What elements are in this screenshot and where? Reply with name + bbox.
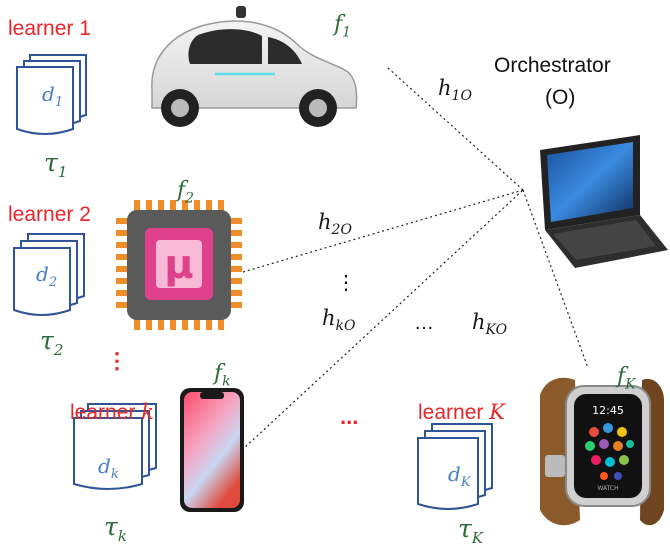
data-symbol: d — [448, 462, 461, 486]
learner-2-label: learner 2 — [8, 203, 91, 226]
tau-symbol: τ — [40, 326, 54, 355]
orchestrator-title: Orchestrator — [494, 54, 611, 77]
link-learner-1 — [387, 67, 524, 191]
document-stack-icon — [417, 423, 493, 510]
learner-1-label: learner 1 — [8, 17, 91, 40]
learner-1-tau: τ1 — [44, 148, 67, 181]
smartwatch-icon: 12:45 WATCH — [540, 377, 664, 526]
learner-k-model: fk — [214, 361, 231, 389]
learner-k-tau: τk — [104, 512, 127, 545]
learner-index: K — [489, 400, 505, 424]
tau-subscript: K — [471, 529, 484, 547]
data-subscript: 2 — [48, 275, 58, 290]
learner-k-data-symbol: dk — [98, 454, 119, 482]
model-subscript: K — [625, 376, 636, 393]
orchestrator-abbrev: (O) — [545, 86, 576, 109]
link-1-label: h1O — [438, 76, 472, 104]
learner-2-tau: τ2 — [40, 326, 63, 359]
laptop-icon — [540, 135, 668, 268]
data-subscript: 1 — [54, 95, 64, 110]
document-stack-icon — [73, 403, 157, 490]
learner-2-data-symbol: d2 — [36, 262, 57, 290]
link-subscript: 2O — [331, 222, 352, 239]
learner-text: learner — [70, 401, 142, 424]
watch-app-icons — [585, 423, 634, 480]
link-subscript: 1O — [451, 88, 472, 105]
tau-subscript: k — [117, 527, 127, 545]
tau-symbol: τ — [458, 514, 472, 543]
data-symbol: d — [36, 262, 49, 286]
link-subscript: kO — [335, 318, 356, 335]
tau-symbol: τ — [44, 148, 58, 177]
document-stack-icon — [16, 54, 87, 135]
link-learner-2 — [242, 189, 524, 273]
learner-k-label: learner k — [70, 400, 154, 425]
horizontal-ellipsis: … — [414, 312, 434, 334]
link-learner-K — [522, 189, 589, 369]
model-symbol: f — [617, 364, 626, 389]
data-symbol: d — [42, 82, 55, 106]
tau-subscript: 2 — [53, 341, 64, 359]
model-subscript: 1 — [342, 24, 352, 41]
link-subscript: KO — [485, 322, 508, 339]
link-lines — [241, 67, 589, 451]
link-symbol: h — [472, 310, 486, 334]
data-symbol: d — [98, 454, 111, 478]
learner-K-label: learner K — [418, 400, 505, 425]
tau-symbol: τ — [104, 512, 118, 541]
smartphone-icon — [180, 388, 244, 512]
model-symbol: f — [214, 361, 223, 386]
microcontroller-chip-icon: μ — [116, 200, 242, 330]
model-symbol: f — [177, 178, 186, 203]
data-subscript: k — [110, 467, 119, 482]
horizontal-ellipsis-red: ... — [340, 404, 359, 429]
svg-text:μ: μ — [164, 242, 193, 288]
tau-subscript: 1 — [57, 163, 68, 181]
link-symbol: h — [438, 76, 452, 100]
link-k-label: hkO — [322, 306, 356, 334]
learner-1-data-symbol: d1 — [42, 82, 63, 110]
learner-text: learner — [418, 401, 490, 424]
svg-text:WATCH: WATCH — [597, 485, 618, 492]
model-subscript: 2 — [185, 190, 195, 207]
link-learner-k — [241, 189, 524, 451]
link-symbol: h — [322, 306, 336, 330]
vertical-ellipsis-red: ⋮ — [106, 348, 128, 373]
document-stack-icon — [13, 233, 85, 316]
link-2-label: h2O — [318, 210, 352, 238]
svg-text:12:45: 12:45 — [592, 404, 624, 417]
vertical-ellipsis: ⋮ — [336, 272, 356, 294]
car-icon — [151, 6, 358, 127]
model-symbol: f — [334, 12, 343, 37]
learner-index: k — [141, 400, 154, 424]
learner-K-data-symbol: dK — [448, 462, 471, 490]
learner-K-tau: τK — [458, 514, 483, 547]
link-K-label: hKO — [472, 310, 507, 338]
link-symbol: h — [318, 210, 332, 234]
learner-1-model: f1 — [334, 12, 351, 40]
model-subscript: k — [222, 373, 231, 390]
data-subscript: K — [460, 475, 471, 490]
learner-2-model: f2 — [177, 178, 194, 206]
learner-K-model: fK — [617, 364, 636, 392]
